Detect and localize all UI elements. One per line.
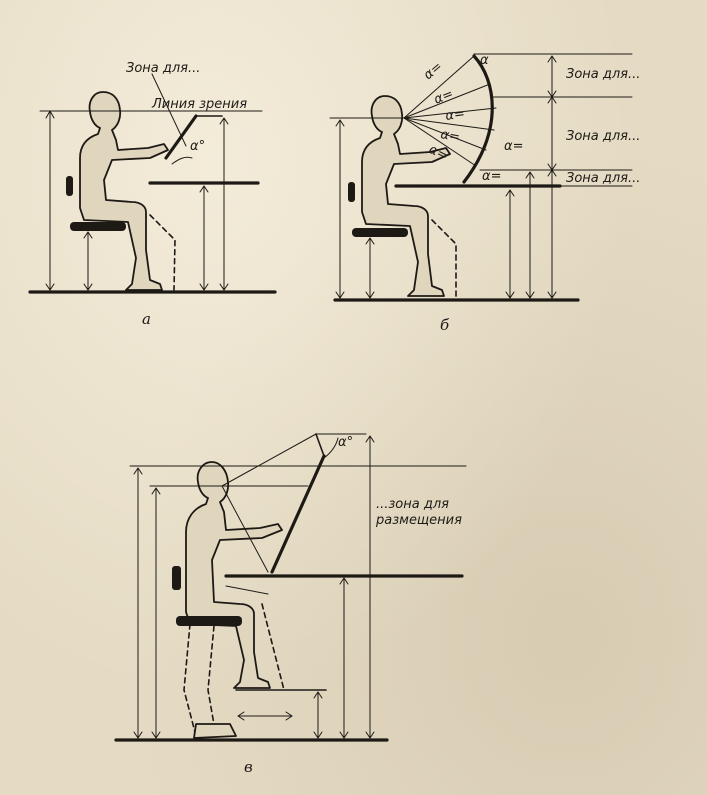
figure-c-arrowheads	[133, 435, 375, 739]
figure-b: Зона для... Зона для... Зона для... α α=…	[329, 53, 640, 334]
figure-b-angle-3: α=	[444, 106, 465, 124]
figure-b-leg-dashed	[431, 219, 457, 299]
figure-c-zone-line1: ...зона для	[376, 497, 449, 512]
figure-a: Зона для... Линия зрения α° а	[28, 61, 277, 328]
figure-c-angle-arc	[323, 437, 339, 459]
figure-b-console	[462, 54, 494, 184]
figure-c-display	[270, 454, 326, 574]
figure-a-person	[79, 91, 169, 291]
figure-b-zone-mid: Зона для...	[566, 129, 640, 144]
figure-b-angle-top: α	[480, 53, 489, 68]
figure-a-angle-arc	[171, 156, 193, 165]
figure-a-angle-label: α°	[190, 139, 205, 154]
figure-a-display	[164, 114, 198, 160]
figure-c-seat	[176, 616, 242, 626]
figure-c-zone-line2: размещения	[375, 513, 462, 528]
figure-a-seat	[70, 222, 126, 231]
figure-b-seat	[352, 228, 408, 237]
figure-b-caption: б	[440, 316, 450, 334]
figure-a-backrest	[66, 176, 73, 196]
figure-b-zone-low: Зона для...	[566, 171, 640, 186]
figure-b-sight-rays	[403, 55, 497, 167]
figure-c-shin-dashed	[261, 603, 285, 691]
figure-a-zone-pointer	[151, 73, 187, 147]
figure-c-dim-knee	[225, 585, 269, 595]
figure-c-caption: в	[244, 758, 253, 776]
figure-b-person	[361, 95, 451, 297]
figure-c-shoe	[193, 723, 237, 739]
figure-a-arrowheads	[45, 110, 229, 291]
figure-a-zone-label: Зона для...	[126, 61, 200, 76]
figure-a-leg-dashed	[149, 214, 176, 291]
figure-b-angle-1: α=	[421, 59, 446, 83]
figure-c-leg-dashed	[183, 623, 217, 737]
figure-c: α° ...зона для размещения в	[114, 433, 467, 776]
figure-b-angle-2: α=	[432, 87, 456, 108]
figure-b-zone-top: Зона для...	[566, 67, 640, 82]
figure-c-display-top	[315, 433, 325, 457]
figure-c-person	[185, 461, 283, 689]
figure-b-angle-7: α=	[482, 169, 501, 184]
figure-b-backrest	[348, 182, 355, 202]
figure-a-sight-label: Линия зрения	[151, 97, 247, 112]
figure-b-arrowheads	[335, 55, 557, 299]
figure-c-ray-3	[221, 485, 269, 573]
figure-c-ray-1	[221, 433, 317, 487]
figure-b-angle-6: α=	[504, 139, 523, 154]
figure-c-angle-label: α°	[338, 435, 353, 450]
figure-b-angle-4: α=	[439, 127, 461, 145]
figure-a-caption: а	[142, 310, 151, 328]
figure-c-backrest	[172, 566, 181, 590]
